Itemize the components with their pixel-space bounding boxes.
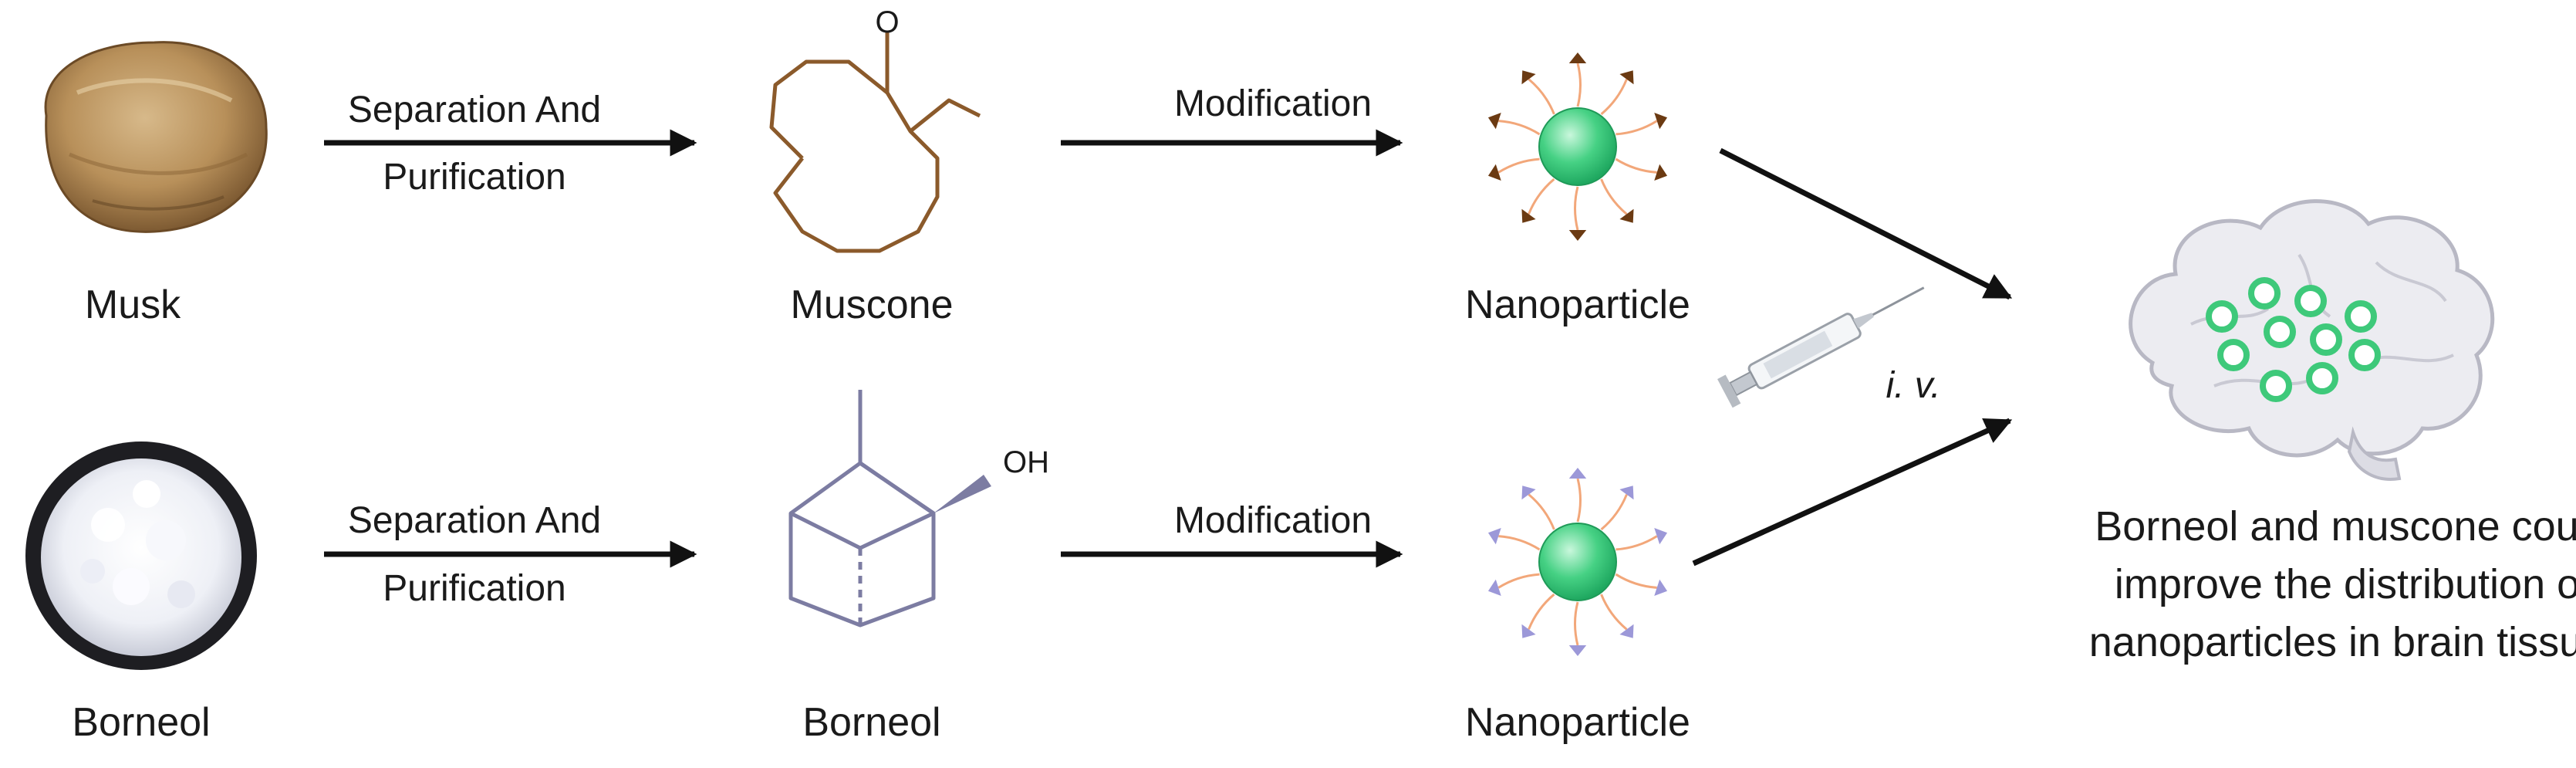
conclusion-line3: nanoparticles in brain tissue.	[2089, 619, 2576, 665]
borneol-crystals-image	[25, 442, 257, 670]
conclusion-line2: improve the distribution of	[2115, 561, 2576, 607]
linker-chain	[1528, 178, 1555, 215]
borneol-source-label: Borneol	[72, 700, 210, 745]
musk-label: Musk	[85, 283, 181, 327]
linker-chain	[1600, 594, 1628, 631]
brain-nanoparticle	[2348, 339, 2381, 371]
ligand-marker	[1521, 485, 1536, 500]
brain-nanoparticle	[2345, 300, 2377, 333]
linker-chain	[1600, 494, 1628, 531]
ligand-marker	[1619, 70, 1634, 85]
linker-chain	[1574, 186, 1579, 231]
arrow-top-to-brain	[1719, 147, 2013, 300]
borneol-structure	[788, 390, 936, 628]
linker-chain	[1615, 535, 1658, 551]
modification-top-label: Modification	[1174, 83, 1372, 124]
modification-bottom-label: Modification	[1174, 500, 1372, 541]
brain-nanoparticle	[2294, 285, 2327, 317]
ligand-marker	[1568, 645, 1587, 656]
linker-chain	[1615, 157, 1657, 174]
brain-nanoparticle	[2217, 339, 2250, 371]
ligand-marker	[1487, 164, 1501, 181]
musk-pod-image	[44, 41, 268, 233]
separation-bottom-line1: Separation And	[348, 500, 601, 541]
ligand-marker	[1619, 208, 1634, 223]
linker-chain	[1600, 79, 1628, 116]
linker-chain	[1528, 78, 1555, 115]
ligand-marker	[1619, 624, 1634, 638]
ligand-marker	[1487, 112, 1501, 130]
ligand-marker	[1521, 208, 1536, 223]
brain-nanoparticles	[2206, 277, 2381, 402]
linker-chain	[1498, 120, 1541, 136]
brain-icon	[2129, 199, 2495, 481]
linker-chain	[1498, 535, 1541, 551]
linker-chain	[1528, 493, 1555, 530]
linker-chain	[1576, 478, 1582, 523]
brain-nanoparticle	[2206, 300, 2238, 333]
nanoparticle-bottom	[1487, 468, 1668, 656]
borneol-hydroxyl: OH	[1003, 445, 1049, 479]
ligand-marker	[1568, 468, 1587, 479]
nanoparticle-bottom-label: Nanoparticle	[1465, 700, 1690, 745]
ligand-marker	[1568, 230, 1587, 241]
arrow-bottom-to-brain	[1692, 418, 2013, 567]
separation-top-line1: Separation And	[348, 90, 601, 130]
separation-top-line2: Purification	[383, 157, 566, 198]
muscone-structure	[769, 31, 981, 253]
nanoparticle-top-label: Nanoparticle	[1465, 283, 1690, 327]
nanoparticle-top	[1487, 52, 1668, 241]
muscone-oxygen: O	[875, 5, 899, 39]
linker-chain	[1615, 573, 1657, 589]
linker-chain	[1576, 63, 1582, 107]
syringe-icon	[1717, 286, 1925, 408]
ligand-marker	[1619, 485, 1634, 500]
ligand-marker	[1487, 579, 1501, 597]
ligand-marker	[1654, 164, 1668, 181]
borneol-wedge-bond	[934, 475, 991, 513]
ligand-marker	[1521, 624, 1536, 638]
ligand-marker	[1654, 527, 1668, 545]
separation-bottom-line2: Purification	[383, 568, 566, 609]
ligand-marker	[1654, 579, 1668, 597]
brain-nanoparticle	[2306, 362, 2338, 394]
brain-nanoparticle	[2260, 370, 2292, 402]
linker-chain	[1497, 157, 1540, 174]
linker-chain	[1615, 120, 1658, 136]
ligand-marker	[1487, 527, 1501, 545]
linker-chain	[1497, 573, 1540, 589]
iv-route-label: i. v.	[1886, 365, 1940, 406]
borneol-molecule-label: Borneol	[802, 700, 940, 745]
ligand-marker	[1568, 52, 1587, 63]
linker-chain	[1600, 178, 1628, 215]
conclusion-line1: Borneol and muscone could	[2095, 503, 2576, 550]
linker-chain	[1574, 601, 1579, 646]
nanoparticle-core	[1538, 523, 1617, 601]
brain-nanoparticle	[2310, 323, 2342, 356]
ligand-marker	[1521, 70, 1536, 85]
brain-nanoparticle	[2264, 316, 2296, 348]
linker-chain	[1528, 593, 1555, 630]
muscone-label: Muscone	[791, 283, 954, 327]
nanoparticle-core	[1538, 107, 1617, 186]
brain-nanoparticle	[2248, 277, 2281, 310]
ligand-marker	[1654, 112, 1668, 130]
